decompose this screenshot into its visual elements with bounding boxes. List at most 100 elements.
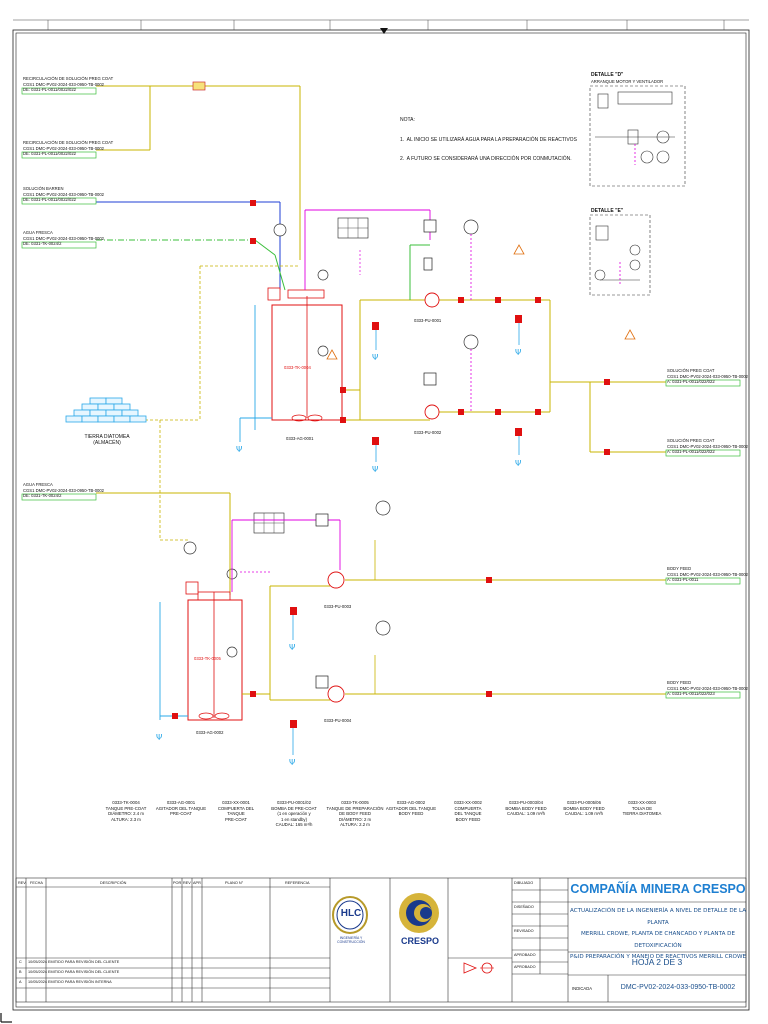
rev-header-ref: REFERENCIA [285, 881, 310, 885]
outlet-1-ref: A: 0331-PL-0011/022/022 [667, 379, 715, 384]
inlet-2: RECIRCULACIÓN DE SOLUCIÓN PREG COAT CGS1… [23, 140, 113, 156]
inlet-4-tag: CGS1 [23, 236, 35, 241]
scale-value: INDICADA [572, 986, 593, 991]
outlet-4-dwg: DMC-PV02-2024-033-0950-TB-0002 [679, 686, 749, 691]
rev-row-1-desc: EMITIDO PARA REVISIÓN DEL CLIENTE [48, 960, 120, 964]
rev-header-desc: DESCRIPCIÓN [100, 881, 127, 885]
inlet-5-ref: DE: 0331-TK-0024/2 [23, 493, 62, 498]
svg-text:Ψ: Ψ [372, 465, 378, 474]
inlet-2-desc: RECIRCULACIÓN DE SOLUCIÓN PREG COAT [23, 140, 114, 145]
detail-e-title: DETALLE "E" [591, 208, 624, 214]
outlet-4-desc: BODY FEED [667, 680, 692, 685]
tank-1-tag: 0333-TK-0004 [284, 365, 311, 370]
rev-row-3-rev: A [19, 980, 22, 984]
outlet-3-tag: CGS1 [667, 572, 679, 577]
inlet-2-dwg: DMC-PV02-2024-033-0950-TB-0002 [35, 146, 105, 151]
outlet-2: SOLUCIÓN PREG COAT CGS1 DMC-PV02-2024-03… [667, 438, 748, 454]
hlc-logo: HLC [340, 908, 362, 919]
svg-text:Ψ: Ψ [236, 445, 242, 454]
approval-2: DISEÑADO [514, 905, 534, 909]
outlet-2-desc: SOLUCIÓN PREG COAT [667, 438, 715, 443]
hlc-logo-sub: INGENIERÍA Y CONSTRUCCIÓN [337, 936, 365, 944]
outlet-2-dwg: DMC-PV02-2024-033-0950-TB-0002 [679, 444, 749, 449]
inlet-3-tag: CGS1 [23, 192, 35, 197]
rev-row-3-date: 10/05/2024 [28, 980, 48, 984]
rev-header-by: POR [173, 881, 182, 885]
outlet-1-desc: SOLUCIÓN PREG COAT [667, 368, 715, 373]
legend-item-2: 0333-AG-0001 AGITADOR DEL TANQUE PRE-COA… [155, 800, 207, 817]
notes-title: NOTA: [400, 117, 415, 123]
notes-block: NOTA: 1. AL INICIO SE UTILIZARÁ AGUA PAR… [400, 104, 577, 169]
legend-item-4: 0333-PU-0001/02 BOMBA DE PRE-COAT (1 en … [271, 800, 317, 828]
svg-text:Ψ: Ψ [289, 643, 295, 652]
storage-label: TIERRA DIATOMEA [84, 434, 130, 440]
note-1: 1. AL INICIO SE UTILIZARÁ AGUA PARA LA P… [400, 136, 577, 143]
rev-row-3-desc: EMITIDO PARA REVISIÓN INTERNA [48, 980, 112, 984]
legend-item-5: 0333-TK-0005 TANQUE DE PREPARACIÓN DE BO… [326, 800, 384, 828]
inlet-4-ref: DE: 0331-TK-0024/2 [23, 241, 62, 246]
rev-header-date: FECHA [30, 881, 43, 885]
inlet-4-desc: AGUA FRESCA [23, 230, 53, 235]
outlet-1: SOLUCIÓN PREG COAT CGS1 DMC-PV02-2024-03… [667, 368, 748, 384]
inlet-1-dwg: DMC-PV02-2024-033-0950-TB-0002 [35, 82, 105, 87]
inlet-1-tag: CGS1 [23, 82, 35, 87]
note-2: 2. A FUTURO SE CONSIDERARÁ UNA DIRECCIÓN… [400, 156, 572, 162]
detail-d-title: DETALLE "D" [591, 72, 624, 78]
drawing-number: DMC-PV02-2024-033-0950-TB-0002 [620, 984, 736, 991]
inlet-1-desc: RECIRCULACIÓN DE SOLUCIÓN PREG COAT [23, 76, 114, 81]
pump-3-tag: 0333-PU-0003 [324, 604, 352, 609]
inlet-2-ref: DE: 0331-PL-0011/0022/022 [23, 151, 77, 156]
outlet-2-ref: A: 0331-PL-0011/022/022 [667, 449, 715, 454]
rev-header-apr: APR [193, 881, 201, 885]
outlet-1-dwg: DMC-PV02-2024-033-0950-TB-0002 [679, 374, 749, 379]
desc-line-1: ACTUALIZACIÓN DE LA INGENIERÍA A NIVEL D… [569, 908, 747, 926]
sheet-number: HOJA 2 DE 3 [631, 957, 683, 967]
inlet-3-ref: DE: 0331-PL-0011/0022/022 [23, 197, 77, 202]
rev-header-rv: REV [183, 881, 191, 885]
approval-5: APROBADO [514, 965, 536, 969]
inlet-4: AGUA FRESCA CGS1 DMC-PV02-2024-033-0950-… [23, 230, 104, 246]
inlet-1: RECIRCULACIÓN DE SOLUCIÓN PREG COAT CGS1… [23, 76, 113, 92]
desc-line-2: MERRILL CROWE, PLANTA DE CHANCADO Y PLAN… [580, 931, 736, 949]
outlet-4-tag: CGS1 [667, 686, 679, 691]
svg-text:Ψ: Ψ [515, 459, 521, 468]
inlet-5-desc: AGUA FRESCA [23, 482, 53, 487]
outlet-3: BODY FEED CGS1 DMC-PV02-2024-033-0950-TB… [667, 566, 748, 582]
legend-item-6: 0333-AG-0002 AGITADOR DEL TANQUE BODY FE… [385, 800, 437, 817]
outlet-4: BODY FEED CGS1 DMC-PV02-2024-033-0950-TB… [667, 680, 748, 696]
pump-2-tag: 0333-PU-0002 [414, 430, 442, 435]
svg-text:Ψ: Ψ [372, 353, 378, 362]
rev-row-2-desc: EMITIDO PARA REVISIÓN DEL CLIENTE [48, 970, 120, 974]
storage-sublabel: (ALMACÉN) [93, 440, 121, 446]
drawing-description: ACTUALIZACIÓN DE LA INGENIERÍA A NIVEL D… [568, 906, 748, 964]
crespo-logo: CRESPO [400, 936, 439, 946]
inlet-1-ref: DE: 0331-PL-0011/0022/022 [23, 87, 77, 92]
outlet-3-desc: BODY FEED [667, 566, 692, 571]
approval-1: DIBUJADO [514, 881, 534, 885]
inlet-5-dwg: DMC-PV02-2024-033-0950-TB-0002 [35, 488, 105, 493]
inlet-2-tag: CGS1 [23, 146, 35, 151]
rev-header-plan: PLANO N° [225, 881, 244, 885]
pump-4-tag: 0333-PU-0004 [324, 718, 352, 723]
legend-item-3: 0333-XX-0001 COMPUERTA DEL TANQUE PRE-CO… [217, 800, 255, 822]
rev-row-2-date: 10/05/2024 [28, 970, 48, 974]
inlet-3-dwg: DMC-PV02-2024-033-0950-TB-0002 [35, 192, 105, 197]
desc-line-3: P&ID PREPARACIÓN Y MANEJO DE REACTIVOS M… [569, 954, 747, 960]
svg-text:Ψ: Ψ [289, 758, 295, 767]
outlet-1-tag: CGS1 [667, 374, 679, 379]
approval-4: APROBADO [514, 953, 536, 957]
legend-item-8: 0333-PU-0003/04 BOMBA BODY FEED CAUDAL: … [505, 800, 547, 817]
outlet-3-ref: A: 0331-PL-0011 [667, 577, 699, 582]
rev-header-rev: REV. [18, 881, 27, 885]
legend-item-9: 0333-PU-0005/06 BOMBA BODY FEED CAUDAL: … [563, 800, 605, 817]
inlet-4-dwg: DMC-PV02-2024-033-0950-TB-0002 [35, 236, 105, 241]
outlet-2-tag: CGS1 [667, 444, 679, 449]
tank-2-tag: 0333-TK-0005 [194, 656, 221, 661]
inlet-3-desc: SOLUCIÓN BARREN [23, 186, 64, 191]
inlet-5-tag: CGS1 [23, 488, 35, 493]
svg-text:Ψ: Ψ [156, 733, 162, 742]
inlet-3: SOLUCIÓN BARREN CGS1 DMC-PV02-2024-033-0… [23, 186, 104, 202]
agitator-1-tag: 0333-AG-0001 [286, 436, 314, 441]
